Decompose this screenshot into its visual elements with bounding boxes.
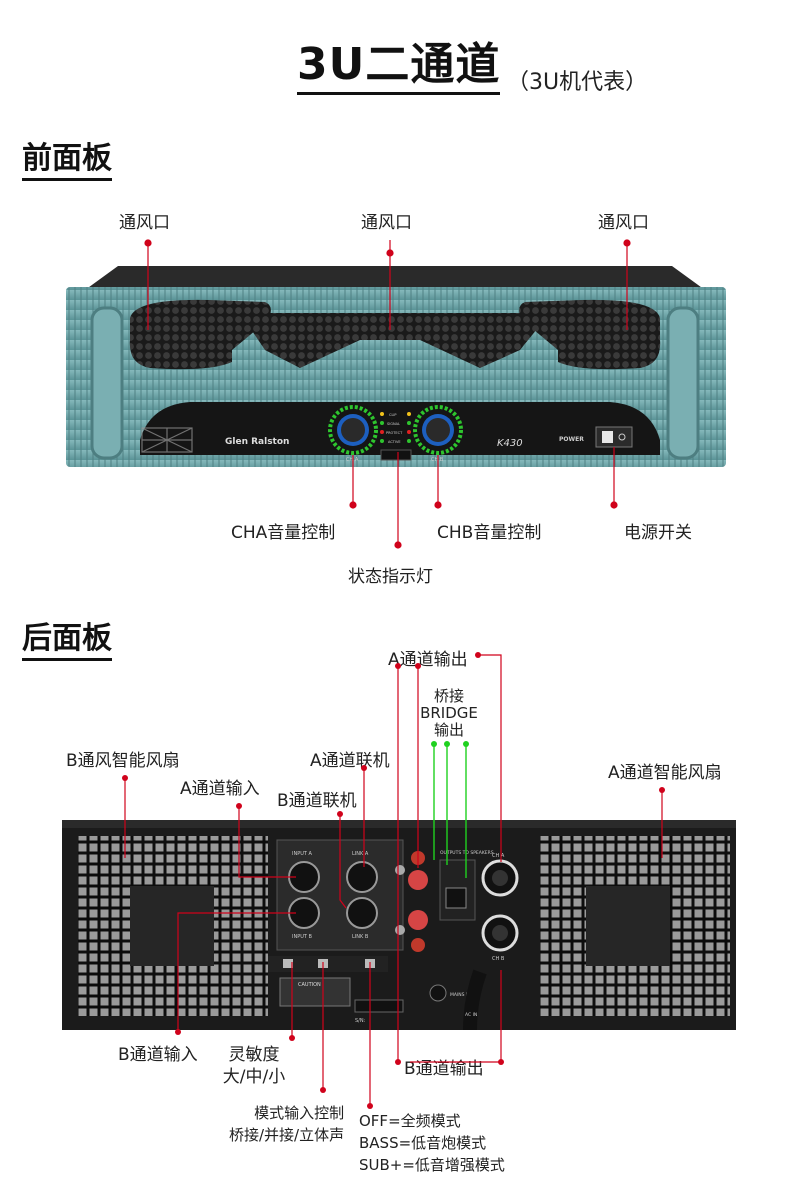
vent-middle-label: 通风口 (361, 213, 412, 233)
rear-panel-drawing: INPUT A LINK A INPUT B LINK B CAUTION S/… (62, 652, 736, 1109)
svg-text:INPUT B: INPUT B (292, 934, 313, 940)
a-fan-label: A通道智能风扇 (608, 763, 722, 783)
svg-text:MAINS FUSE: MAINS FUSE (450, 992, 478, 998)
b-link-label: B通道联机 (277, 791, 357, 811)
mode-control-label: 模式输入控制 桥接/并接/立体声 (229, 1104, 345, 1144)
svg-text:CAUTION: CAUTION (298, 982, 321, 988)
handle-right-icon (666, 306, 700, 460)
bridge-output-label: 桥接 BRIDGE 输出 (420, 687, 478, 739)
svg-text:K430: K430 (497, 438, 523, 449)
svg-text:OUTPUTS TO SPEAKERS: OUTPUTS TO SPEAKERS (440, 850, 494, 856)
cha-knob-icon (328, 405, 378, 455)
fuse-icon (429, 984, 447, 1002)
filter-mode-label: OFF=全频模式 BASS=低音炮模式 SUB+=低音增强模式 (359, 1112, 505, 1174)
page-subtitle: （3U机代表） (507, 70, 648, 95)
brand-logo: Glen Ralston (225, 437, 289, 447)
b-fan-label: B通风智能风扇 (66, 751, 180, 771)
b-input-label: B通道输入 (118, 1045, 198, 1065)
b-output-label: B通道输出 (404, 1059, 484, 1079)
sensitivity-label: 灵敏度 大/中/小 (222, 1045, 286, 1087)
power-cord-icon (463, 969, 487, 1031)
svg-text:ACTIVE: ACTIVE (388, 440, 401, 444)
svg-text:POWER: POWER (559, 436, 584, 443)
svg-text:PROTECT: PROTECT (386, 431, 403, 435)
vent-left-label: 通风口 (119, 213, 170, 233)
rear-panel-heading: 后面板 (22, 620, 112, 661)
a-link-label: A通道联机 (310, 751, 390, 771)
vent-middle-icon (240, 313, 550, 368)
status-led-icon: CLIP SIGNAL PROTECT ACTIVE (380, 412, 412, 461)
front-panel-drawing: Glen Ralston K430 POWER CH A CH B CLIP S… (66, 239, 726, 549)
speakon-jack-icon (481, 859, 519, 952)
page-title: 3U二通道 (297, 38, 501, 95)
power-switch-label: 电源开关 (624, 523, 692, 543)
svg-text:CH A: CH A (492, 853, 505, 859)
a-output-label: A通道输出 (388, 650, 468, 670)
svg-text:LINK B: LINK B (352, 934, 369, 940)
cha-volume-label: CHA音量控制 (231, 523, 336, 543)
handle-left-icon (90, 306, 124, 460)
svg-text:CH B: CH B (492, 956, 505, 962)
front-panel-heading: 前面板 (22, 140, 112, 181)
chb-knob-icon (413, 405, 463, 455)
svg-text:CLIP: CLIP (389, 413, 397, 417)
svg-text:LINK A: LINK A (352, 851, 369, 857)
svg-text:S/N:: S/N: (355, 1018, 366, 1024)
xlr-jack-icon (288, 861, 378, 929)
vent-left-icon (129, 299, 271, 370)
status-led-label: 状态指示灯 (348, 567, 433, 587)
svg-text:AC IN: AC IN (465, 1012, 477, 1018)
vent-right-icon (519, 299, 661, 370)
svg-text:SIGNAL: SIGNAL (387, 422, 400, 426)
chb-volume-label: CHB音量控制 (437, 523, 542, 543)
a-input-label: A通道输入 (180, 779, 260, 799)
svg-text:INPUT A: INPUT A (292, 851, 313, 857)
vent-right-label: 通风口 (598, 213, 649, 233)
